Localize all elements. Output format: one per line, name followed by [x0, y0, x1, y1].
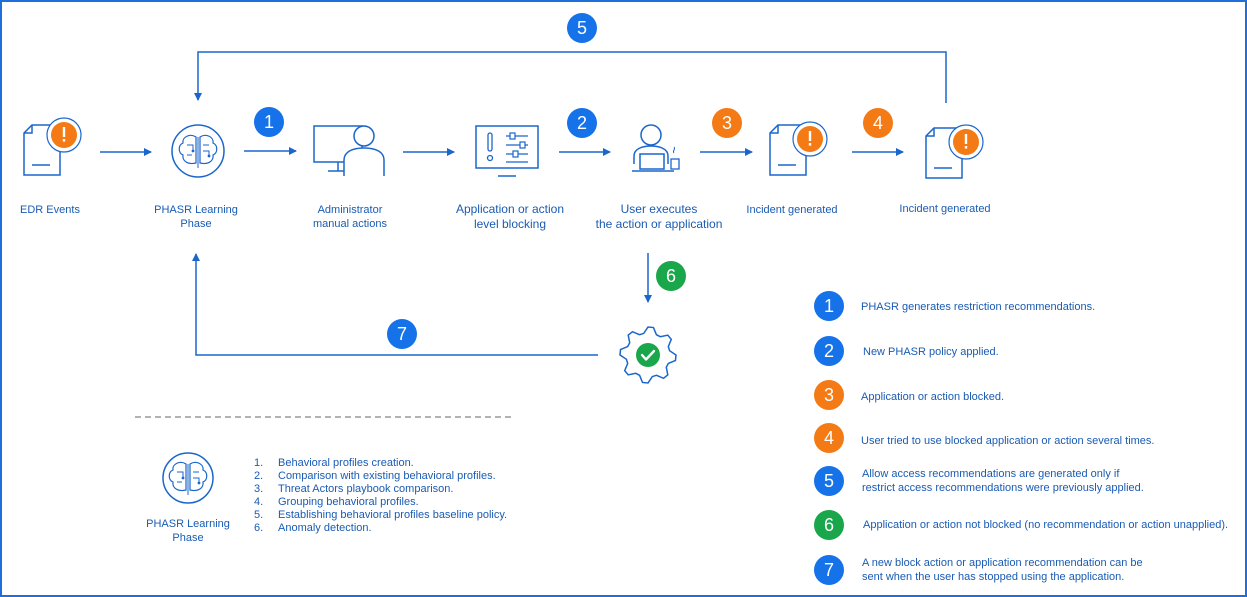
step-badge-3: 3: [712, 108, 742, 138]
legend-text-6: Application or action not blocked (no re…: [863, 519, 1229, 531]
label-edr-events: EDR Events: [20, 204, 80, 216]
list-item: 2.Comparison with existing behavioral pr…: [254, 470, 496, 482]
document-alert-icon: [23, 117, 82, 176]
legend-text-7: A new block action or application recomm…: [862, 557, 1143, 583]
step-badge-7: 7: [387, 319, 417, 349]
list-item: 5.Establishing behavioral profiles basel…: [254, 509, 508, 521]
brain-icon: [171, 124, 225, 178]
legend-badge-4: 4: [814, 423, 844, 453]
admin-workstation-icon: [313, 125, 385, 176]
arrow-loop-seven: [192, 253, 598, 356]
legend-badge-1: 1: [814, 291, 844, 321]
phase-steps-list: 1.Behavioral profiles creation. 2.Compar…: [254, 457, 507, 535]
step-badge-1: 1: [254, 107, 284, 137]
arrow-loop-five: [194, 51, 947, 103]
list-item: 3.Threat Actors playbook comparison.: [254, 483, 454, 495]
legend-text-2: New PHASR policy applied.: [863, 346, 999, 358]
list-item: 4.Grouping behavioral profiles.: [254, 496, 419, 508]
legend-badge-3: 3: [814, 380, 844, 410]
legend-text-4: User tried to use blocked application or…: [861, 435, 1155, 447]
legend-text-1: PHASR generates restriction recommendati…: [861, 301, 1096, 313]
legend-text-5: Allow access recommendations are generat…: [862, 468, 1144, 494]
legend-badge-7: 7: [814, 555, 844, 585]
user-laptop-icon: [632, 124, 680, 172]
label-admin-actions: Administrator manual actions: [313, 204, 387, 230]
label-incident-generated-1: Incident generated: [746, 204, 838, 216]
label-user-executes: User executes the action or application: [595, 202, 723, 231]
step-badge-2: 2: [567, 108, 597, 138]
label-phasr-learning: PHASR Learning Phase: [154, 204, 238, 230]
legend-badge-2: 2: [814, 336, 844, 366]
legend-badge-6: 6: [814, 510, 844, 540]
step-badge-4: 4: [863, 108, 893, 138]
brain-icon: [162, 452, 214, 504]
list-item: 6.Anomaly detection.: [254, 522, 372, 534]
blocking-policy-icon: [475, 125, 539, 177]
legend-badge-5: 5: [814, 466, 844, 496]
phase-box-label: PHASR Learning Phase: [146, 518, 230, 544]
gear-check-icon: [619, 326, 677, 384]
label-incident-generated-2: Incident generated: [899, 203, 991, 215]
step-badge-6: 6: [656, 261, 686, 291]
document-alert-icon: [925, 124, 984, 179]
list-item: 1.Behavioral profiles creation.: [254, 457, 414, 469]
document-alert-icon: [769, 121, 828, 176]
legend-text-3: Application or action blocked.: [861, 391, 1005, 403]
label-app-blocking: Application or action level blocking: [455, 202, 565, 231]
step-badge-5: 5: [567, 13, 597, 43]
